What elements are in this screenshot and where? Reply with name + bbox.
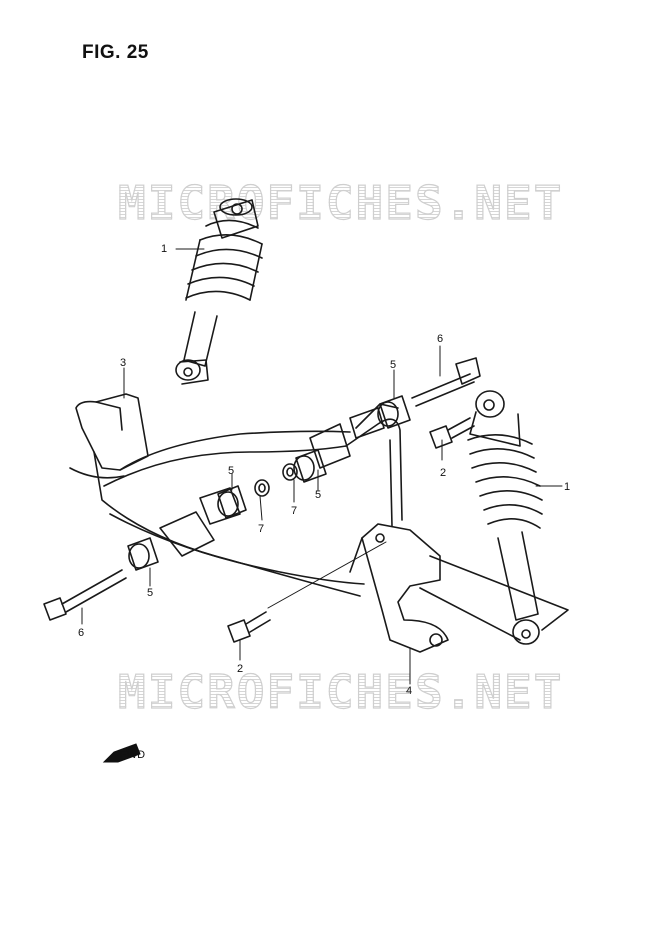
callout-5-mid-right: 5 (315, 489, 321, 501)
bushings (127, 395, 411, 571)
callout-6-top: 6 (437, 333, 443, 345)
callout-1-right: 1 (564, 481, 570, 493)
callout-1-upper: 1 (161, 243, 167, 255)
figure-title: FIG. 25 (82, 42, 149, 63)
callout-5-mid-left: 5 (228, 465, 234, 477)
bolts (43, 357, 481, 643)
callout-6-lower: 6 (78, 627, 84, 639)
callout-7-right: 7 (291, 505, 297, 517)
shock-absorber-upper (175, 198, 263, 385)
callout-3: 3 (120, 357, 126, 369)
forward-arrow-icon: FWD (102, 743, 145, 763)
fwd-label: FWD (120, 749, 145, 761)
callout-2-right: 2 (440, 467, 446, 479)
shock-absorber-right (467, 390, 543, 645)
watermark-top: MICROFICHES.NET (117, 175, 564, 230)
watermark-bottom: MICROFICHES.NET (117, 664, 564, 719)
callout-2-lower: 2 (237, 663, 243, 675)
leader-lines (81, 248, 563, 685)
callout-4: 4 (406, 685, 412, 697)
callout-5-lower: 5 (147, 587, 153, 599)
bracket (349, 523, 569, 653)
callout-7-left: 7 (258, 523, 264, 535)
callout-5-top: 5 (390, 359, 396, 371)
